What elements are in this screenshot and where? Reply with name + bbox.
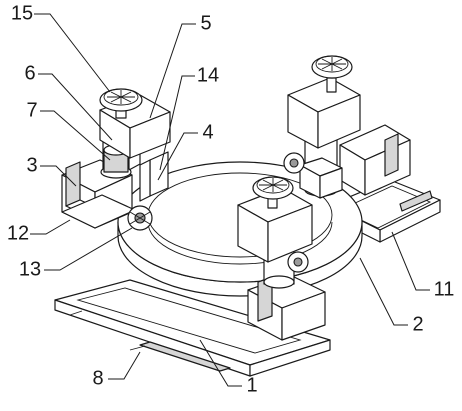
label-3: 3 [26,154,37,176]
label-5: 5 [200,12,211,34]
leader-lines [30,13,430,387]
front-clamp-assembly [237,176,326,341]
label-4: 4 [202,121,213,143]
label-8: 8 [92,367,103,389]
label-7: 7 [26,99,37,121]
label-1: 1 [246,374,257,396]
label-6: 6 [24,62,35,84]
right-clamp-assembly [283,55,411,199]
label-11: 11 [434,278,455,300]
label-14: 14 [197,64,219,86]
label-2: 2 [412,313,423,335]
front-rail [54,279,331,377]
left-clamp-assembly [61,88,171,231]
label-15: 15 [11,2,33,24]
label-12: 12 [7,222,29,244]
label-13: 13 [19,258,41,280]
